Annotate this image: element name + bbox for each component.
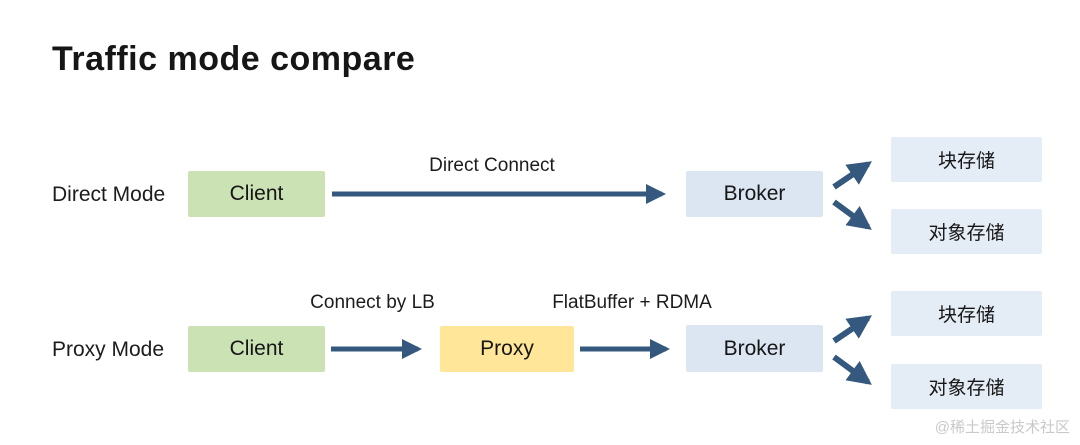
arrow-broker2-to-object-storage [832,354,872,385]
node-block-storage-direct: 块存储 [891,137,1042,182]
node-client-direct-label: Client [229,182,284,205]
node-broker-proxy: Broker [686,325,823,372]
watermark: @稀土掘金技术社区 [934,419,1070,436]
node-client-proxy-label: Client [229,337,284,360]
arrow-broker1-to-block-storage [832,161,872,190]
node-broker-direct-label: Broker [723,182,786,205]
arrow-broker2-to-block-storage [832,315,872,344]
page-title: Traffic mode compare [52,40,416,78]
node-object-storage-proxy-label: 对象存储 [928,378,1005,399]
node-proxy: Proxy [440,326,574,372]
node-client-direct: Client [188,171,325,217]
node-object-storage-direct-label: 对象存储 [928,223,1005,244]
direct-mode-label: Direct Mode [52,183,166,206]
node-broker-proxy-label: Broker [723,336,786,360]
node-proxy-label: Proxy [480,337,534,360]
node-broker-direct: Broker [686,171,823,217]
direct-connect-label: Direct Connect [429,155,555,176]
node-client-proxy: Client [188,326,325,372]
flatbuffer-rdma-label: FlatBuffer + RDMA [552,292,712,313]
connect-by-lb-label: Connect by LB [310,292,435,313]
node-object-storage-proxy: 对象存储 [891,364,1042,409]
node-object-storage-direct: 对象存储 [891,209,1042,254]
node-block-storage-direct-label: 块存储 [937,151,995,172]
node-block-storage-proxy: 块存储 [891,291,1042,336]
proxy-mode-label: Proxy Mode [52,338,165,361]
node-block-storage-proxy-label: 块存储 [937,305,995,326]
arrow-broker1-to-object-storage [832,199,872,230]
